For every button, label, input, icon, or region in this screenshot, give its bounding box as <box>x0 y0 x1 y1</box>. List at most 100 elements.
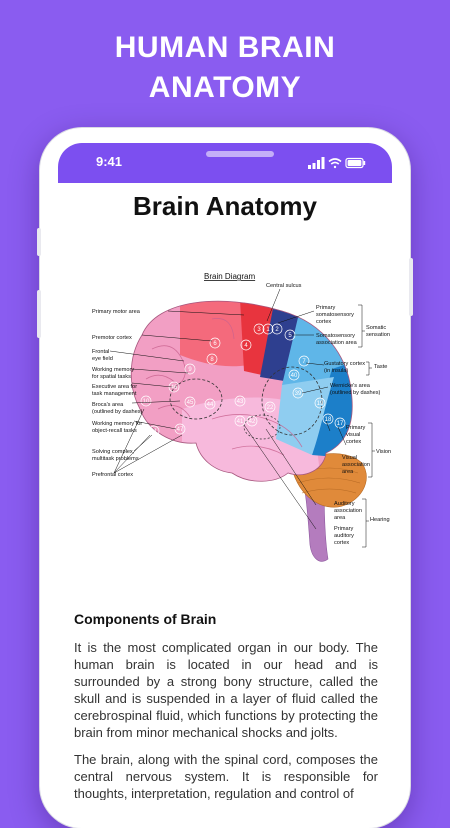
label-vassoc-2: association <box>342 462 370 468</box>
paragraph-2: The brain, along with the spinal cord, c… <box>74 752 378 800</box>
status-bar: 9:41 <box>58 143 392 183</box>
label-premotor: Premotor cortex <box>92 335 132 341</box>
label-soma-assoc-1: Somatosensory <box>316 333 355 339</box>
area-9 <box>184 363 196 375</box>
label-wm-object-2: object-recall tasks <box>92 428 137 434</box>
area-1-label: 1 <box>266 327 270 333</box>
label-somatic-2: sensation <box>366 332 390 338</box>
status-time: 9:41 <box>96 154 123 169</box>
area-19-label: 19 <box>317 401 324 407</box>
page-title: Brain Anatomy <box>133 191 317 221</box>
area-45-label: 45 <box>187 400 194 406</box>
app-screen: 9:41 Brain Anatomy <box>58 143 392 800</box>
paragraph-1: It is the most complicated organ in our … <box>74 640 378 740</box>
label-wernicke-1: Wernicke's area <box>330 383 371 389</box>
primary-somatosensory-cortex <box>260 303 302 381</box>
label-aassoc-2: association <box>334 508 362 514</box>
area-5-label: 5 <box>288 333 292 339</box>
label-central-sulcus: Central sulcus <box>266 283 302 289</box>
area-41 <box>234 415 246 427</box>
area-10-label: 10 <box>143 399 150 405</box>
status-icons <box>308 157 366 169</box>
label-somatic-1: Somatic <box>366 325 386 331</box>
area-43 <box>234 395 246 407</box>
area-2-label: 2 <box>275 327 279 333</box>
wifi-icon <box>328 158 342 169</box>
battery-icon <box>345 157 366 169</box>
label-wm-object-1: Working memory for <box>92 421 142 427</box>
label-soma-assoc-2: association area <box>316 340 358 346</box>
promo-title-line2: ANATOMY <box>148 71 302 104</box>
bracket-taste <box>366 361 372 376</box>
area-44-label: 44 <box>207 402 214 408</box>
brocas-area-outline <box>169 378 223 420</box>
area-11 <box>148 425 160 437</box>
auditory-area-outline <box>243 414 281 440</box>
label-broca-2: (outlined by dashes) <box>92 409 143 415</box>
area-18-label: 18 <box>325 417 332 423</box>
label-gustatory-2: (in insula) <box>324 368 348 374</box>
brain-diagram: Brain Diagram <box>92 272 391 562</box>
area-43-label: 43 <box>237 399 244 405</box>
signal-icon <box>308 157 325 169</box>
label-wernicke-2: (outlined by dashes) <box>330 390 381 396</box>
label-gustatory-1: Gustatory cortex <box>324 361 365 367</box>
label-exec-2: task management <box>92 391 137 397</box>
label-solving-1: Solving complex, <box>92 449 135 455</box>
label-primary-soma-1: Primary <box>316 305 335 311</box>
label-aassoc-1: Auditory <box>334 501 355 507</box>
area-10 <box>140 395 152 407</box>
label-vassoc-3: area <box>342 469 354 475</box>
label-taste: Taste <box>374 364 387 370</box>
area-18 <box>322 413 334 425</box>
label-frontal-eye-2: eye field <box>92 356 113 362</box>
label-solving-2: multitask problems <box>92 456 139 462</box>
phone-side-button-volume <box>37 290 41 338</box>
label-pvis-3: cortex <box>346 439 361 445</box>
label-broca-1: Broca's area <box>92 402 124 408</box>
area-47-label: 47 <box>177 427 184 433</box>
area-40 <box>288 369 300 381</box>
area-41-label: 41 <box>237 419 244 425</box>
label-paud-2: auditory <box>334 533 354 539</box>
label-paud-1: Primary <box>334 526 353 532</box>
label-primary-motor: Primary motor area <box>92 309 141 315</box>
area-4 <box>240 339 252 351</box>
area-9-label: 9 <box>188 367 192 373</box>
label-paud-3: cortex <box>334 540 349 546</box>
area-4-label: 4 <box>244 343 248 349</box>
label-primary-soma-3: cortex <box>316 319 331 325</box>
promo-title-line1: HUMAN BRAIN <box>114 31 336 64</box>
area-22-label: 22 <box>267 405 274 411</box>
area-46-label: 46 <box>171 385 178 391</box>
wernickes-area-outline <box>261 366 323 436</box>
area-40-label: 40 <box>291 373 298 379</box>
label-primary-soma-2: somatosensory <box>316 312 354 318</box>
section-heading: Components of Brain <box>74 611 217 627</box>
area-11-label: 11 <box>151 429 158 435</box>
area-8 <box>206 353 218 365</box>
label-aassoc-3: area <box>334 515 346 521</box>
speaker-icon <box>206 151 274 157</box>
area-44 <box>204 398 216 410</box>
area-6 <box>209 337 221 349</box>
area-3-label: 3 <box>257 327 261 333</box>
promo-title: HUMAN BRAIN ANATOMY <box>0 28 450 108</box>
area-17 <box>334 417 346 429</box>
area-42 <box>246 415 258 427</box>
phone-side-button-upper <box>37 228 41 256</box>
label-frontal-eye-1: Frontal <box>92 349 109 355</box>
area-8-label: 8 <box>210 357 214 363</box>
premotor-cortex <box>180 301 258 367</box>
area-39-label: 39 <box>295 391 302 397</box>
label-wm-spatial-1: Working memory <box>92 367 134 373</box>
area-45 <box>184 396 196 408</box>
label-pvis-1: Primary <box>346 425 365 431</box>
label-pvis-2: visual <box>346 432 360 438</box>
phone-side-button-power <box>409 258 413 316</box>
parietal-mid <box>276 377 334 455</box>
area-6-label: 6 <box>213 341 217 347</box>
area-7 <box>298 355 310 367</box>
area-19 <box>314 397 326 409</box>
area-22 <box>264 401 276 413</box>
